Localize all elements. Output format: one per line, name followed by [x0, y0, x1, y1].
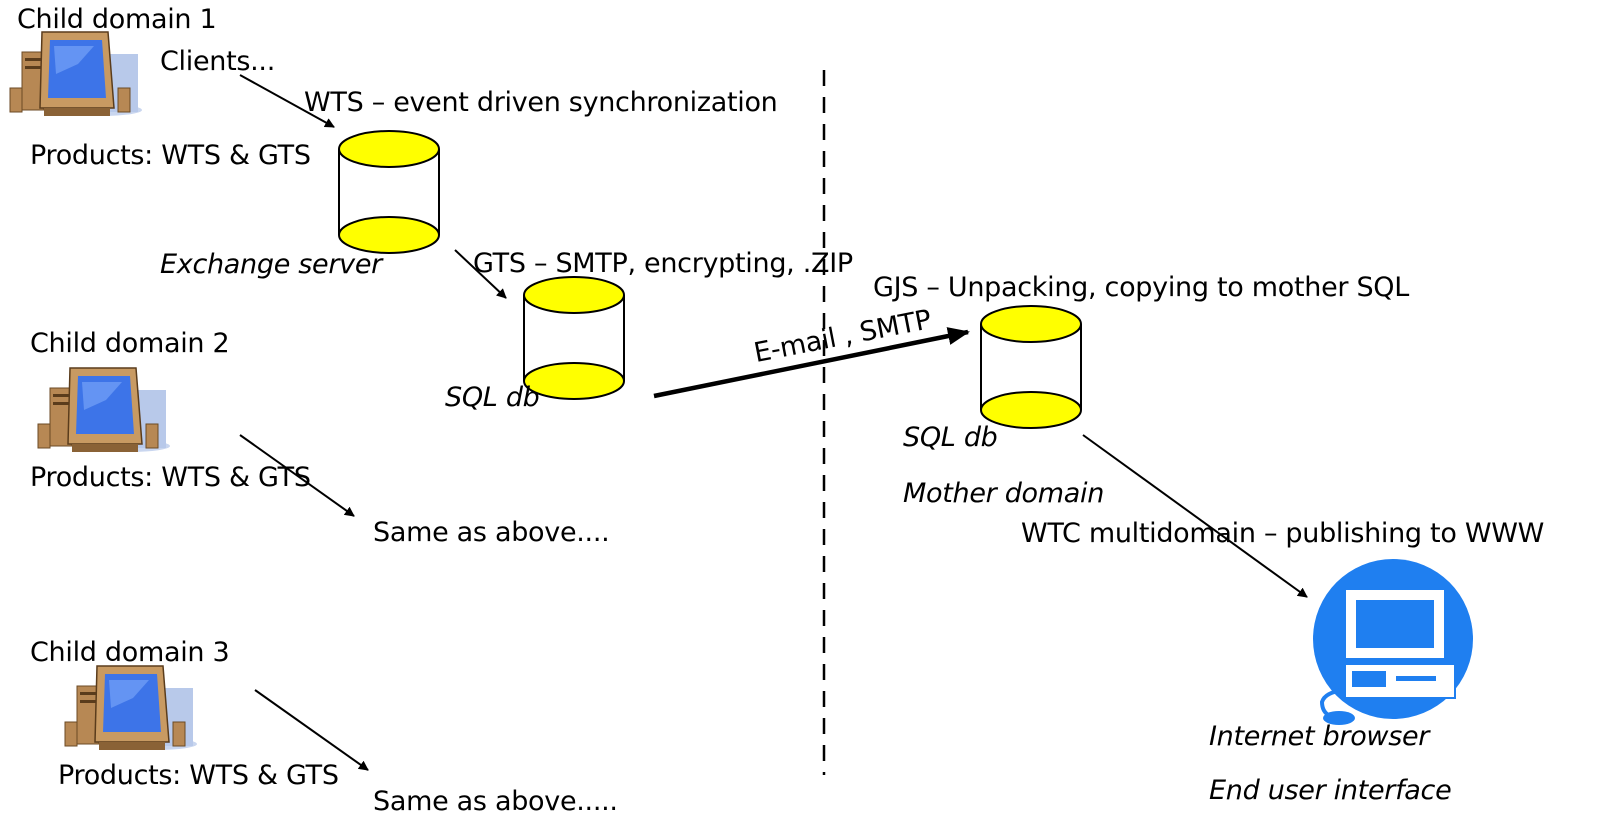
arrow-child2 — [239, 434, 355, 517]
client-computer-icon-2 — [37, 367, 171, 453]
products-label-3: Products: WTS & GTS — [58, 760, 339, 791]
same-as-above-label-1: Same as above.... — [373, 517, 610, 548]
wtc-label: WTC multidomain – publishing to WWW — [1021, 518, 1545, 549]
sql-db-right-label: SQL db — [903, 422, 998, 453]
arrow-clients-to-exchange — [239, 74, 335, 128]
arrow-email-smtp — [653, 327, 970, 399]
sql-db-left-database-icon — [523, 276, 625, 400]
child-domain-3-label: Child domain 3 — [30, 637, 230, 668]
client-computer-icon-3 — [64, 665, 198, 751]
gjs-label: GJS – Unpacking, copying to mother SQL — [873, 272, 1409, 303]
sql-db-right-database-icon — [980, 305, 1082, 429]
child-domain-1-label: Child domain 1 — [17, 4, 217, 35]
internet-browser-computer-icon — [1313, 559, 1473, 725]
wts-label: WTS – event driven synchronization — [304, 87, 778, 118]
gts-label: GTS – SMTP, encrypting, .ZIP — [473, 248, 853, 279]
child-domain-2-label: Child domain 2 — [30, 328, 230, 359]
same-as-above-label-2: Same as above..... — [373, 786, 618, 817]
exchange-server-label: Exchange server — [160, 249, 382, 280]
mother-domain-label: Mother domain — [903, 478, 1105, 509]
arrow-exchange-to-sql — [454, 249, 507, 299]
sql-db-left-label: SQL db — [445, 382, 540, 413]
products-label-1: Products: WTS & GTS — [30, 140, 311, 171]
client-computer-icon-1 — [9, 31, 143, 117]
internet-browser-label: Internet browser — [1209, 721, 1430, 752]
exchange-server-database-icon — [338, 130, 440, 254]
arrow-child3 — [254, 689, 369, 771]
end-user-interface-label: End user interface — [1209, 775, 1452, 806]
products-label-2: Products: WTS & GTS — [30, 462, 311, 493]
clients-label: Clients... — [160, 46, 275, 77]
arrow-mother-to-browser — [1082, 434, 1308, 598]
